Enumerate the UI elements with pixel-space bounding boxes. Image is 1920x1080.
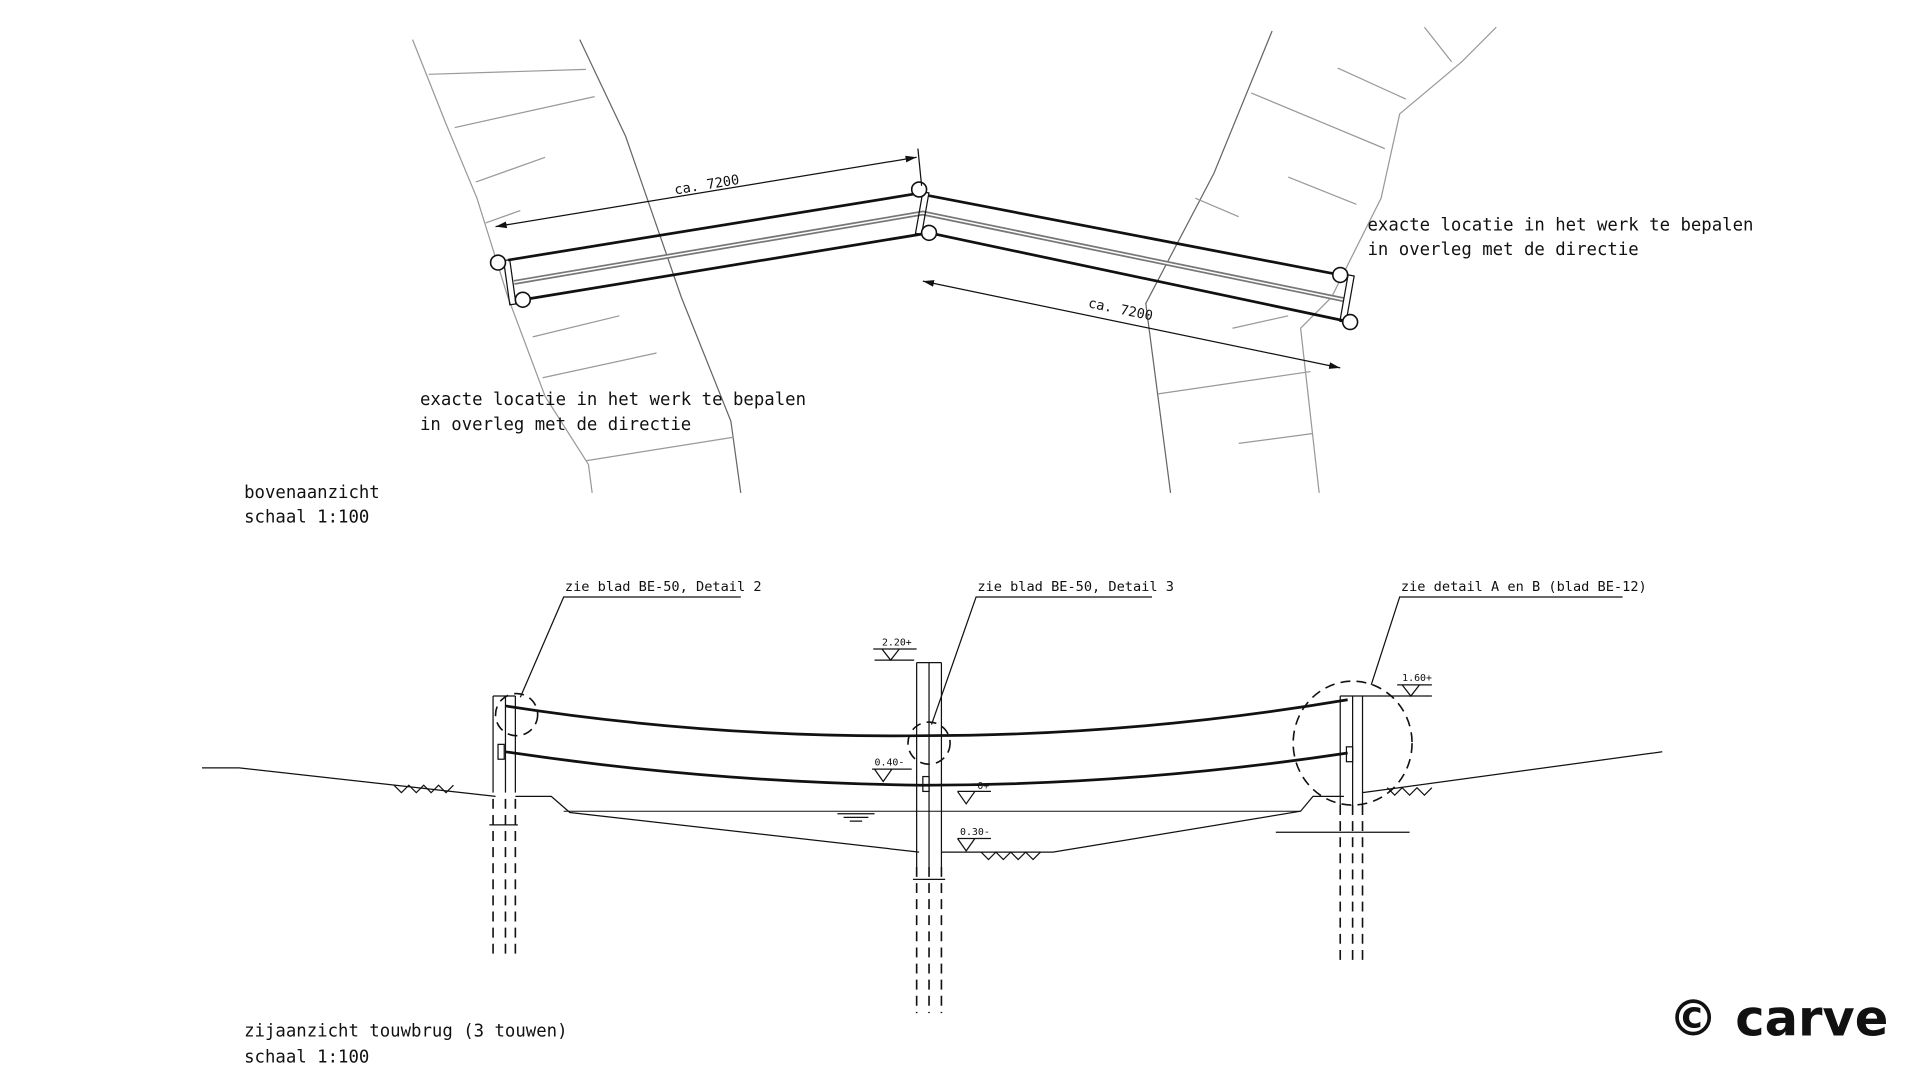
callout-middle: zie blad BE-50, Detail 3 [977, 579, 1174, 595]
level-water: 0+ [977, 781, 989, 792]
callouts: zie blad BE-50, Detail 2 zie blad BE-50,… [519, 579, 1647, 725]
post-icon [1331, 266, 1349, 284]
bridge-plan [489, 181, 1359, 331]
level-top-middle: 2.20+ [882, 637, 912, 648]
level-marks: 2.20+ 1.60+ 0.40- 0+ 0.30- [872, 637, 1432, 852]
level-lower-rope: 0.40- [875, 757, 905, 768]
note-left-line1: exacte locatie in het werk te bepalen [420, 390, 806, 410]
level-top-right: 1.60+ [1402, 673, 1432, 684]
side-view: zie blad BE-50, Detail 2 zie blad BE-50,… [202, 579, 1663, 1068]
dimension-left: ca. 7200 [495, 148, 923, 229]
level-bed: 0.30- [960, 827, 990, 838]
dimension-right: ca. 7200 [922, 280, 1341, 369]
post-icon [920, 224, 938, 242]
post-icon [910, 181, 928, 198]
right-bank [1145, 26, 1497, 494]
top-view-scale: schaal 1:100 [244, 508, 369, 528]
carve-logo: © carve [1668, 989, 1888, 1047]
top-view: ca. 7200 ca. 7200 exacte locatie in het … [244, 26, 1753, 528]
dimension-right-label: ca. 7200 [1087, 295, 1154, 324]
side-view-scale: schaal 1:100 [244, 1048, 369, 1068]
note-right-line2: in overleg met de directie [1367, 240, 1638, 260]
ropes [505, 698, 1348, 787]
top-view-title: bovenaanzicht [244, 483, 380, 503]
poles [492, 661, 1364, 1014]
callout-right: zie detail A en B (blad BE-12) [1401, 579, 1647, 595]
note-right-line1: exacte locatie in het werk te bepalen [1367, 215, 1753, 235]
side-view-title: zijaanzicht touwbrug (3 touwen) [244, 1022, 567, 1042]
detail-circles [494, 680, 1413, 806]
post-icon [1341, 313, 1359, 331]
post-icon [514, 291, 532, 308]
note-left-line2: in overleg met de directie [420, 415, 691, 435]
dimension-left-label: ca. 7200 [673, 172, 740, 198]
terrain [202, 751, 1663, 880]
callout-left: zie blad BE-50, Detail 2 [565, 579, 762, 595]
post-icon [489, 254, 507, 271]
